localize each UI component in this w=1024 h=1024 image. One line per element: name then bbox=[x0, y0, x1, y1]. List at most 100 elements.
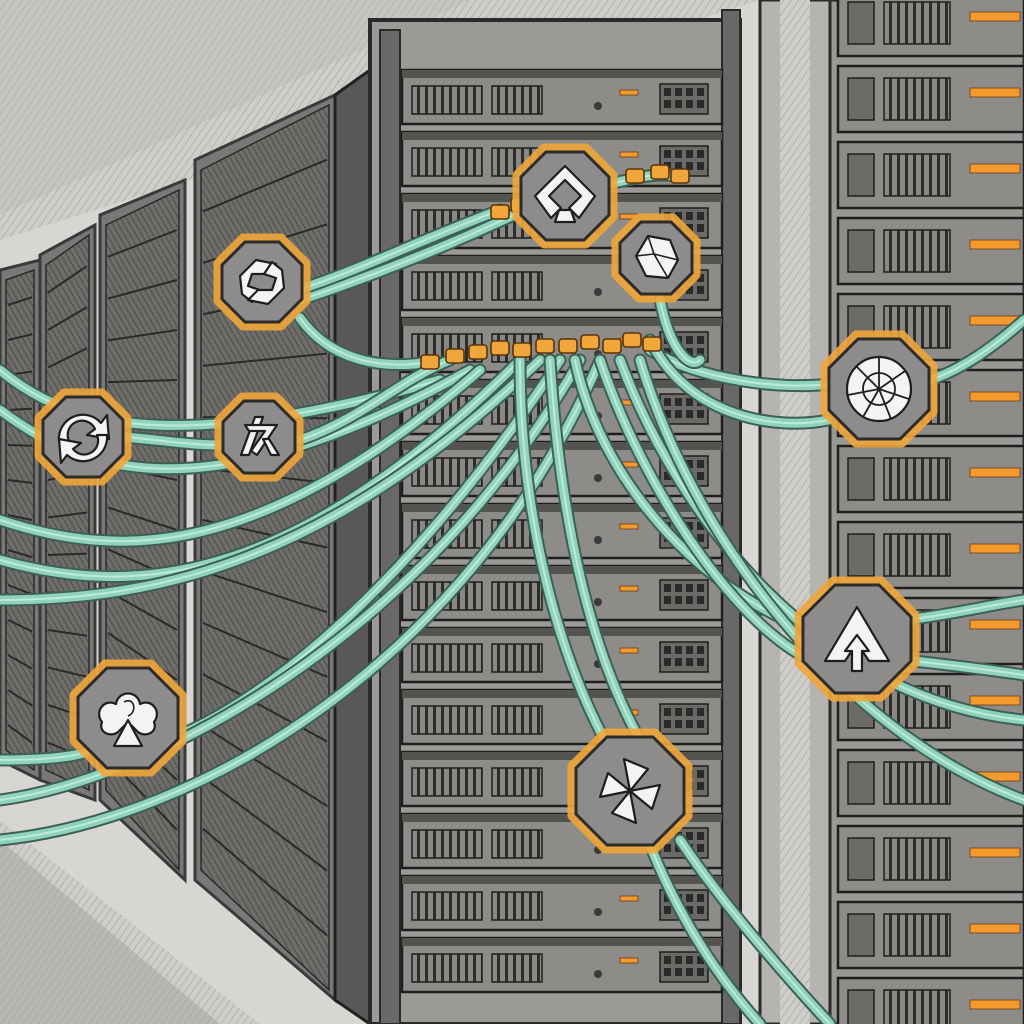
rack-slot-line bbox=[7, 654, 33, 670]
rack-slot-line bbox=[202, 352, 328, 367]
cable-connector bbox=[420, 354, 440, 370]
cable-connector bbox=[625, 168, 645, 184]
cable-connector bbox=[558, 338, 578, 354]
network-cable bbox=[923, 313, 1024, 387]
ceiling bbox=[0, 0, 1024, 240]
drive-bay bbox=[847, 761, 875, 805]
hexagon-s-icon bbox=[213, 233, 311, 331]
delta-a-icon bbox=[214, 392, 304, 482]
network-cable bbox=[653, 293, 707, 369]
drive-bay bbox=[491, 643, 543, 673]
rack-slot-line bbox=[202, 158, 328, 213]
rack-slot-line bbox=[107, 379, 178, 384]
drive-bay bbox=[411, 829, 483, 859]
vent-grille bbox=[883, 457, 951, 501]
server-unit bbox=[836, 824, 1024, 894]
cable-connector bbox=[490, 340, 510, 356]
shattered-circle-icon bbox=[820, 330, 938, 448]
rack-slot-line bbox=[107, 279, 178, 300]
power-button bbox=[594, 970, 602, 978]
rack-slot-line bbox=[47, 347, 88, 369]
drive-bay bbox=[491, 581, 543, 611]
network-cable bbox=[118, 430, 227, 452]
drive-bay bbox=[847, 77, 875, 121]
drive-bay bbox=[491, 829, 543, 859]
vent-grille bbox=[883, 229, 951, 273]
rack-slot-line bbox=[47, 265, 88, 294]
drive-bay bbox=[411, 271, 483, 301]
rack-slot-line bbox=[7, 689, 33, 707]
network-cables bbox=[0, 168, 1024, 1024]
status-led bbox=[969, 239, 1021, 250]
vent-grille bbox=[883, 913, 951, 957]
rack-slot-line bbox=[202, 724, 328, 807]
rack-slot-line bbox=[7, 619, 33, 633]
rack-slot-line bbox=[47, 552, 88, 556]
network-cable bbox=[0, 363, 487, 548]
cable-connector bbox=[622, 332, 642, 348]
power-button bbox=[594, 102, 602, 110]
cable-connectors bbox=[420, 164, 690, 370]
vent-grille bbox=[883, 153, 951, 197]
status-led bbox=[619, 89, 639, 96]
drive-bay bbox=[411, 147, 483, 177]
drive-bay bbox=[847, 153, 875, 197]
status-led bbox=[969, 163, 1021, 174]
power-button bbox=[594, 474, 602, 482]
pinwheel-icon bbox=[567, 728, 693, 854]
rack-slot-line bbox=[107, 329, 178, 342]
status-led bbox=[969, 999, 1021, 1010]
drive-bay bbox=[847, 457, 875, 501]
network-cable bbox=[291, 203, 507, 297]
rack-slot-line bbox=[7, 549, 33, 559]
rack-slot-line bbox=[107, 229, 178, 258]
network-cable bbox=[673, 833, 837, 1024]
rack-slot-line bbox=[7, 479, 33, 484]
status-led bbox=[619, 151, 639, 158]
rack-slot-line bbox=[107, 506, 178, 531]
drive-bay bbox=[491, 953, 543, 983]
cable-connector bbox=[650, 164, 670, 180]
drive-bay bbox=[847, 989, 875, 1024]
server-unit bbox=[836, 900, 1024, 970]
network-cable bbox=[643, 333, 835, 430]
server-unit bbox=[836, 64, 1024, 134]
network-cable bbox=[0, 353, 587, 807]
vent-grille bbox=[883, 533, 951, 577]
rack-slot-line bbox=[7, 724, 33, 744]
server-unit bbox=[836, 216, 1024, 286]
network-cable bbox=[593, 353, 817, 667]
rack-slot-line bbox=[7, 333, 33, 341]
drive-bay bbox=[491, 705, 543, 735]
cable-connector bbox=[445, 348, 465, 364]
status-led bbox=[969, 391, 1021, 402]
network-cable bbox=[513, 353, 617, 757]
rack-slot-line bbox=[47, 666, 88, 678]
server-unit bbox=[836, 140, 1024, 210]
status-led bbox=[619, 895, 639, 902]
status-led bbox=[969, 847, 1021, 858]
vent-grille bbox=[883, 1, 951, 45]
drive-bay bbox=[411, 767, 483, 797]
vent-grille bbox=[883, 837, 951, 881]
rack-slot-line bbox=[202, 827, 328, 937]
drive-bay bbox=[411, 953, 483, 983]
rack-slot-line bbox=[7, 296, 33, 306]
power-button bbox=[594, 288, 602, 296]
server-unit bbox=[836, 0, 1024, 58]
geometric-cube-icon bbox=[611, 213, 701, 303]
up-arrow-triangle-icon bbox=[794, 576, 920, 702]
rack-slot-line bbox=[202, 673, 328, 743]
vent-grille bbox=[883, 761, 951, 805]
server-unit bbox=[400, 936, 724, 994]
cable-connector bbox=[642, 336, 662, 352]
cloud-figure-icon bbox=[69, 659, 187, 777]
cable-connector bbox=[670, 168, 690, 184]
rack-door-texture bbox=[780, 0, 810, 1024]
icon-badges bbox=[34, 143, 938, 854]
server-unit bbox=[836, 444, 1024, 514]
status-led bbox=[969, 923, 1021, 934]
cable-connector bbox=[602, 338, 622, 354]
vent-grille bbox=[883, 305, 951, 349]
